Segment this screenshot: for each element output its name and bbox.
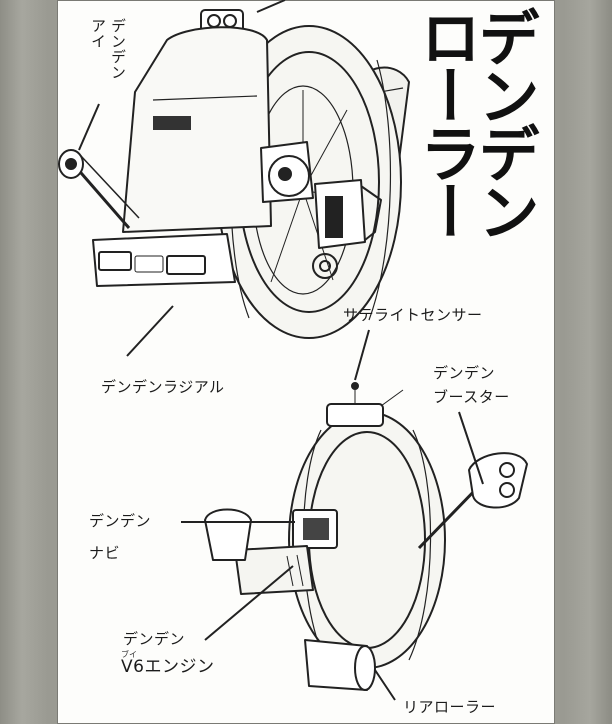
upper-vehicle: [58, 0, 410, 339]
label-booster-line2: ブースター: [433, 388, 510, 406]
label-navi-line1: デンデン: [89, 512, 152, 530]
label-engine-line1: デンデン: [123, 630, 186, 648]
illustration: [58, 0, 528, 701]
leader-lines: [78, 103, 484, 701]
label-engine-ruby: ブイ: [121, 650, 137, 659]
title-line2: ローラー: [409, 6, 482, 238]
label-navi-line2: ナビ: [89, 544, 121, 562]
title-line1: デンデン: [467, 6, 540, 238]
label-engine-line2: V6エンジン: [121, 657, 215, 677]
label-rear-roller: リアローラー: [403, 698, 497, 716]
label-eye-line2: アイ: [89, 18, 107, 49]
label-eye-line1: デンデン: [109, 18, 127, 80]
label-radial: デンデンラジアル: [101, 378, 225, 396]
label-booster-line1: デンデン: [433, 364, 496, 382]
lower-vehicle: [204, 382, 528, 691]
illustration-panel: デンデン ローラー デンデン アイ デンデンラジアル サテライトセンサー デンデ…: [57, 0, 555, 724]
label-satellite-sensor: サテライトセンサー: [343, 306, 483, 324]
